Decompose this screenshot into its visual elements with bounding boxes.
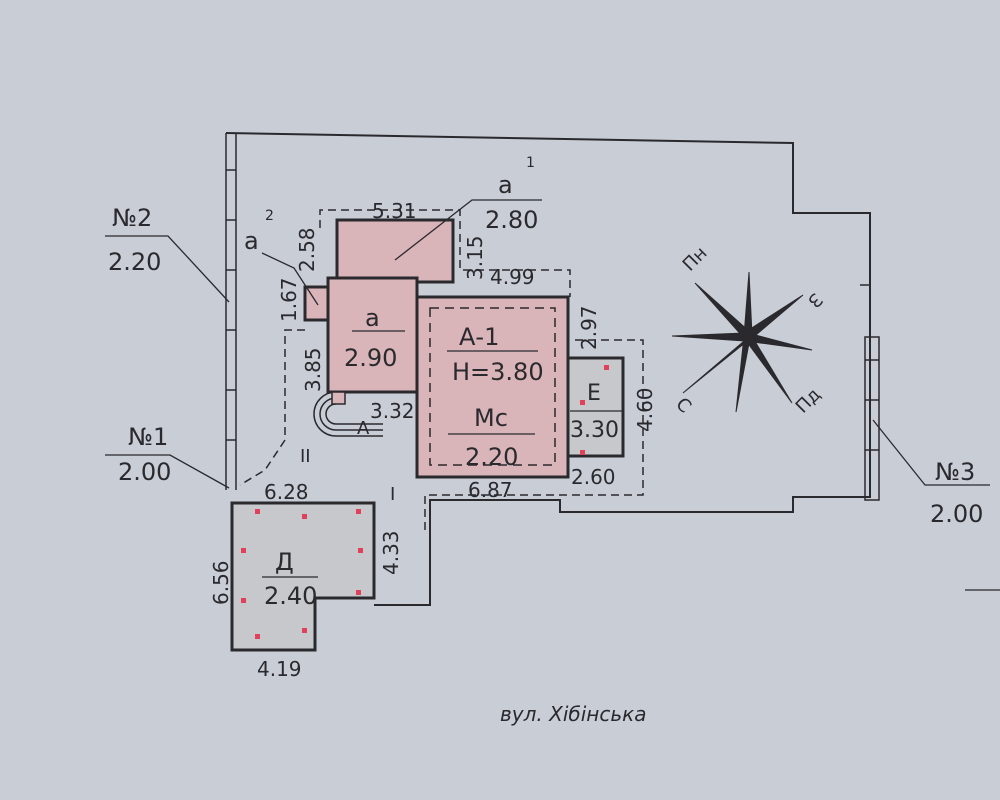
- dim-260: 2.60: [571, 465, 616, 489]
- marker-1-id: №1: [128, 423, 168, 451]
- dim-297: 2.97: [577, 305, 601, 350]
- building-a: [326, 276, 419, 394]
- dim-258: 2.58: [295, 227, 319, 272]
- red-dots: [241, 365, 609, 639]
- dim-628: 6.28: [264, 480, 309, 504]
- a1-value: 2.80: [485, 206, 538, 234]
- marker-2-value: 2.20: [108, 248, 161, 276]
- dim-315: 3.15: [463, 235, 487, 280]
- roman-2: II: [300, 446, 311, 467]
- marker-2-id: №2: [112, 204, 152, 232]
- building-a1: [335, 218, 455, 284]
- dashed-outlines: [239, 209, 644, 530]
- dim-419: 4.19: [257, 657, 302, 681]
- main-material: Мс: [474, 404, 508, 432]
- a1-index: 1: [526, 155, 535, 171]
- a1-letter: а: [498, 171, 513, 199]
- a2-index: 2: [265, 208, 274, 224]
- main-height: Н=3.80: [452, 358, 544, 386]
- dim-332: 3.32: [370, 399, 415, 423]
- main-name: А-1: [459, 323, 499, 351]
- leader-lines: [105, 199, 1000, 591]
- a-value: 2.90: [344, 344, 397, 372]
- compass-south: Пд: [792, 384, 825, 417]
- e-value: 3.30: [570, 418, 619, 443]
- porch: [313, 391, 383, 437]
- dim-656: 6.56: [209, 560, 233, 605]
- building-main: [415, 295, 570, 479]
- marker-3-id: №3: [935, 458, 975, 486]
- dim-687: 6.87: [468, 478, 513, 502]
- roman-1: I: [390, 484, 395, 505]
- d-value: 2.40: [264, 582, 317, 610]
- dim-167: 1.67: [277, 277, 301, 322]
- building-e: [566, 356, 625, 458]
- compass-west: С: [671, 394, 695, 418]
- marker-1-value: 2.00: [118, 458, 171, 486]
- compass-east: З: [803, 288, 826, 311]
- plot-boundary: [225, 132, 871, 606]
- street-name: вул. Хібінська: [500, 702, 646, 726]
- main-value: 2.20: [465, 443, 518, 471]
- left-fence: [225, 133, 237, 490]
- a2-letter: а: [244, 227, 259, 255]
- dim-460: 4.60: [633, 387, 657, 432]
- building-main-inner: [429, 307, 556, 466]
- compass-north: Пн: [679, 243, 712, 276]
- d-name: Д: [275, 548, 294, 576]
- a-letter: а: [365, 304, 380, 332]
- dim-385: 3.85: [301, 347, 325, 392]
- e-name: Е: [587, 381, 601, 406]
- dim-531: 5.31: [372, 199, 417, 223]
- dim-433: 4.33: [379, 530, 403, 575]
- right-fence: [860, 213, 880, 501]
- marker-3-value: 2.00: [930, 500, 983, 528]
- dim-499: 4.99: [490, 265, 535, 289]
- compass-rose-icon: [671, 271, 813, 413]
- porch-name: А: [357, 418, 370, 439]
